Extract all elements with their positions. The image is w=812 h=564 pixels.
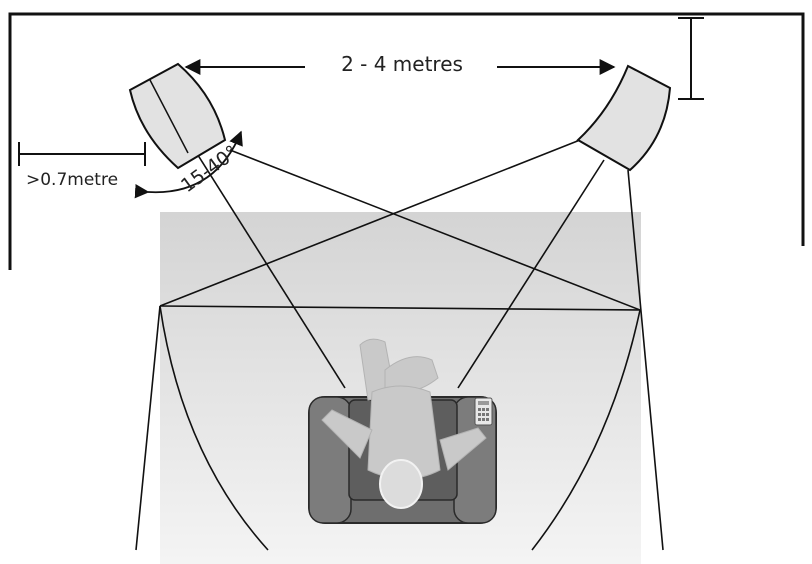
left-speaker — [128, 62, 227, 170]
person-in-armchair-icon — [321, 338, 487, 509]
left-speaker-icon — [128, 62, 227, 170]
coverage-lines — [135, 83, 664, 551]
room-wall — [8, 12, 805, 270]
right-speaker — [576, 64, 672, 172]
side-distance-bracket — [18, 142, 146, 166]
right-speaker-icon — [576, 64, 672, 172]
wall-clearance-bracket — [678, 17, 704, 100]
speaker-distance-label: 2 - 4 metres — [341, 52, 463, 76]
side-distance-label: >0.7metre — [26, 170, 118, 190]
remote-control-icon — [474, 397, 493, 426]
listener — [321, 338, 493, 509]
toe-in-angle-arc — [134, 130, 243, 199]
